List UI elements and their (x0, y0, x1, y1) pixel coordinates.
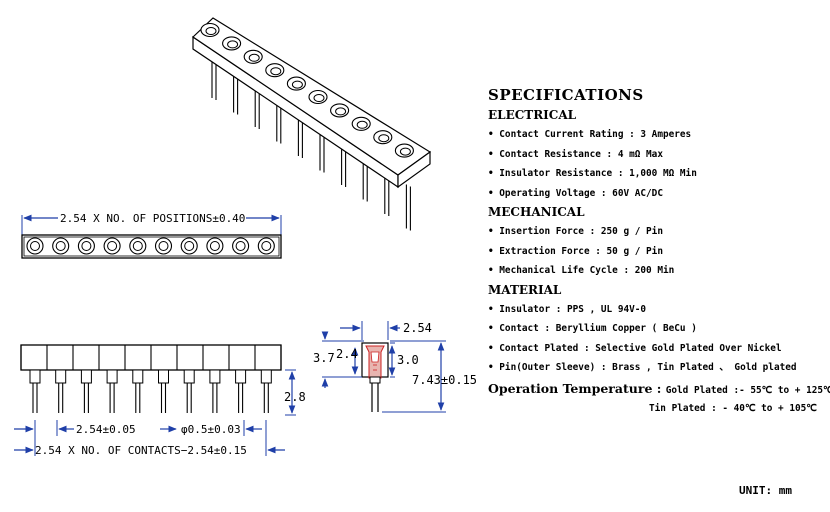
isometric-front-face (192, 35, 399, 189)
electrical-item: • Contact Resistance : 4 mΩ Max (488, 148, 663, 160)
isometric-socket-inner (270, 67, 282, 76)
tin-plated-temperature: Tin Plated : - 40℃ to + 105℃ (649, 402, 817, 414)
isometric-connector-view (192, 17, 432, 231)
mechanical-heading: MECHANICAL (488, 205, 585, 219)
side-view-sleeve (260, 369, 272, 384)
top-length-dimension: 2.54 X NO. OF POSITIONS±0.40 (60, 212, 245, 225)
isometric-side-face (397, 150, 431, 189)
isometric-socket-inner (399, 147, 411, 156)
mechanical-item: • Mechanical Life Cycle : 200 Min (488, 265, 675, 276)
specifications-panel: SPECIFICATIONS ELECTRICAL • Contact Curr… (488, 84, 830, 418)
material-item: • Insulator : PPS , UL 94V-0 (488, 303, 647, 315)
side-view-sleeve (235, 369, 247, 384)
top-view-socket-inner (55, 241, 66, 251)
top-view-socket-inner (132, 241, 143, 251)
pitch-dimension: 2.54±0.05 (76, 423, 136, 436)
side-view-sleeve (106, 369, 118, 384)
gold-plated-temperature: Gold Plated :- 55℃ to + 125℃ (665, 384, 830, 396)
top-view-socket-inner (107, 241, 118, 251)
isometric-socket-inner (248, 53, 260, 62)
specifications-title: SPECIFICATIONS (488, 86, 644, 104)
mechanical-item: • Extraction Force : 50 g / Pin (488, 245, 663, 257)
electrical-item: • Contact Current Rating : 3 Amperes (488, 129, 692, 140)
isometric-socket-inner (291, 80, 303, 89)
top-view-socket-inner (158, 241, 169, 251)
side-view-sleeve (29, 369, 41, 384)
side-view-sleeve (55, 369, 67, 384)
side-view-sleeve (158, 369, 169, 384)
top-view-socket-inner (81, 241, 92, 251)
electrical-item: • Operating Voltage : 60V AC/DC (488, 187, 663, 199)
top-view-socket-inner (235, 241, 246, 251)
bottom-length-dimension: 2.54 X NO. OF CONTACTS−2.54±0.15 (35, 444, 247, 457)
isometric-socket-inner (227, 40, 239, 49)
isometric-socket-inner (356, 120, 368, 129)
section-view (321, 321, 446, 413)
total-height-dimension: 7.43±0.15 (412, 373, 477, 387)
side-view (14, 344, 296, 456)
dim-2-4: 2.4 (336, 347, 358, 361)
isometric-socket-inner (205, 27, 217, 35)
side-view-sleeve (132, 369, 144, 384)
top-view-socket-inner (261, 241, 272, 251)
material-item: • Contact Plated : Selective Gold Plated… (488, 342, 782, 354)
material-item: • Contact : Beryllium Copper ( BeCu ) (488, 323, 697, 334)
isometric-socket-inner (335, 107, 347, 116)
side-view-sleeve (209, 369, 221, 384)
operation-temperature-label: Operation Temperature : (488, 380, 662, 396)
side-view-sleeve (183, 369, 195, 384)
electrical-heading: ELECTRICAL (488, 108, 577, 122)
operation-temperature-row: Operation Temperature : Gold Plated :- 5… (488, 378, 830, 399)
pin-diameter-dimension: φ0.5±0.03 (181, 423, 241, 436)
top-view-socket-inner (209, 241, 220, 251)
material-heading: MATERIAL (488, 282, 562, 297)
top-view-socket-inner (184, 241, 195, 251)
top-view-socket-inner (30, 241, 40, 251)
side-view-sleeve (80, 369, 92, 384)
material-item: • Pin(Outer Sleeve) : Brass , Tin Plated… (488, 362, 797, 373)
dim-3-0: 3.0 (397, 353, 419, 367)
isometric-socket-inner (313, 94, 325, 102)
dim-3-7: 3.7 (313, 351, 335, 365)
electrical-item: • Insulator Resistance : 1,000 MΩ Min (488, 168, 697, 179)
pin-length-dimension: 2.8 (284, 390, 306, 404)
unit-label: UNIT: mm (739, 484, 792, 497)
isometric-socket-inner (378, 134, 390, 143)
section-width-dimension: 2.54 (403, 321, 432, 335)
mechanical-item: • Insertion Force : 250 g / Pin (488, 226, 663, 237)
top-view (21, 214, 282, 259)
